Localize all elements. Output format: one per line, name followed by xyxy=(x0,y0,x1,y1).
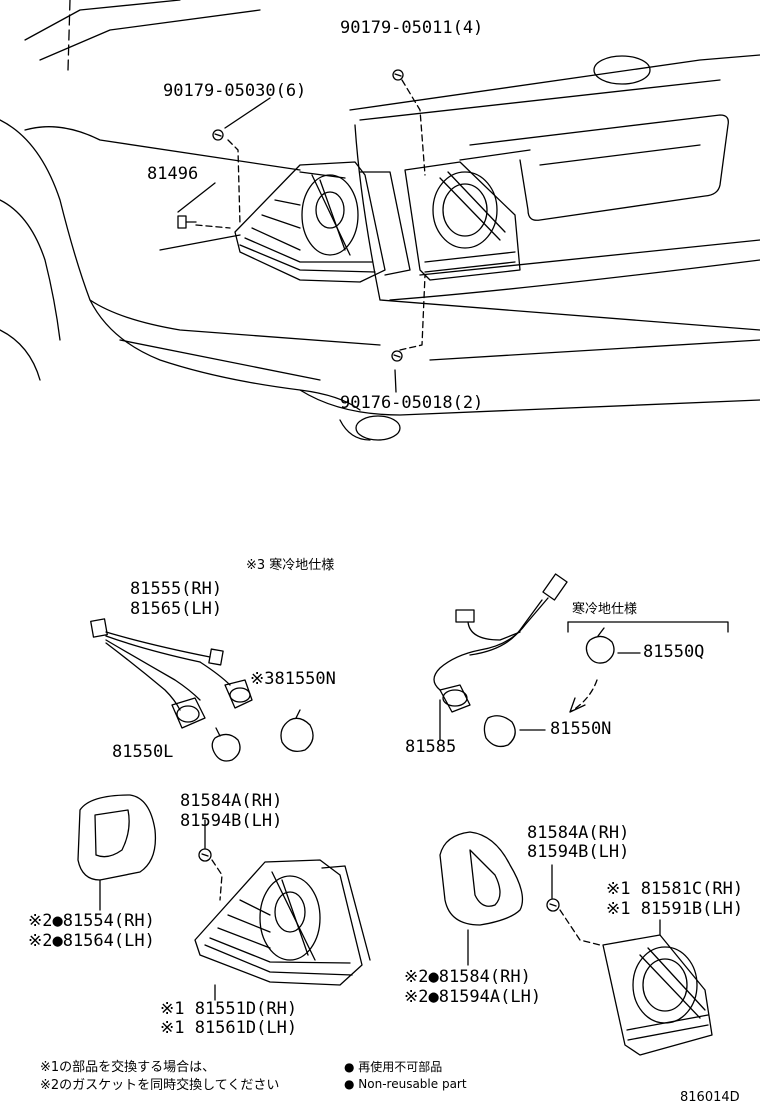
label-81496: 81496 xyxy=(147,164,199,184)
label-81561d-lh: ※1 81561D(LH) xyxy=(160,1018,298,1038)
gasket-lamp-left xyxy=(77,794,371,1001)
footer-note-1: ※1の部品を交換する場合は、 xyxy=(40,1060,216,1075)
label-81584a-rh-left: 81584A(RH) xyxy=(180,791,283,811)
label-81594b-lh-left: 81594B(LH) xyxy=(180,811,283,831)
label-81550l: 81550L xyxy=(112,742,174,762)
label-81555-rh: 81555(RH) xyxy=(130,579,223,599)
label-note3-cold-spec: ※3 寒冷地仕様 xyxy=(246,558,335,573)
label-81565-lh: 81565(LH) xyxy=(130,599,223,619)
label-90179-05011: 90179-05011(4) xyxy=(340,18,484,38)
gasket-lamp-right xyxy=(439,831,713,1056)
label-81594a-lh: ※2●81594A(LH) xyxy=(404,987,542,1007)
figure-code: 816014D xyxy=(680,1090,740,1105)
back-lamp-top xyxy=(404,161,521,281)
rear-combination-lamp-top xyxy=(234,161,411,283)
label-90176-05018: 90176-05018(2) xyxy=(340,393,484,413)
label-81564-lh: ※2●81564(LH) xyxy=(28,931,155,951)
footer-note-2: ※2のガスケットを同時交換してください xyxy=(40,1078,280,1093)
label-81551d-rh: ※1 81551D(RH) xyxy=(160,999,298,1019)
label-81550n-note3: ※381550N xyxy=(250,669,336,689)
label-90179-05030: 90179-05030(6) xyxy=(163,81,307,101)
car-rear-body xyxy=(0,0,760,441)
legend-non-reusable-jp: ● 再使用不可部品 xyxy=(344,1060,443,1074)
label-81581c-rh: ※1 81581C(RH) xyxy=(606,879,744,899)
socket-harness-right xyxy=(433,573,729,748)
label-81554-rh: ※2●81554(RH) xyxy=(28,911,155,931)
label-81584a-rh-right: 81584A(RH) xyxy=(527,823,630,843)
label-81594b-lh-right: 81594B(LH) xyxy=(527,842,630,862)
label-81550q: 81550Q xyxy=(643,642,705,662)
label-cold-spec: 寒冷地仕様 xyxy=(572,602,638,617)
label-81584-rh: ※2●81584(RH) xyxy=(404,967,531,987)
label-81585: 81585 xyxy=(405,737,457,757)
top-fasteners xyxy=(177,69,426,393)
legend-non-reusable-en: ● Non-reusable part xyxy=(344,1077,467,1091)
label-81591b-lh: ※1 81591B(LH) xyxy=(606,899,744,919)
socket-harness-left xyxy=(90,618,314,762)
label-81550n: 81550N xyxy=(550,719,612,739)
